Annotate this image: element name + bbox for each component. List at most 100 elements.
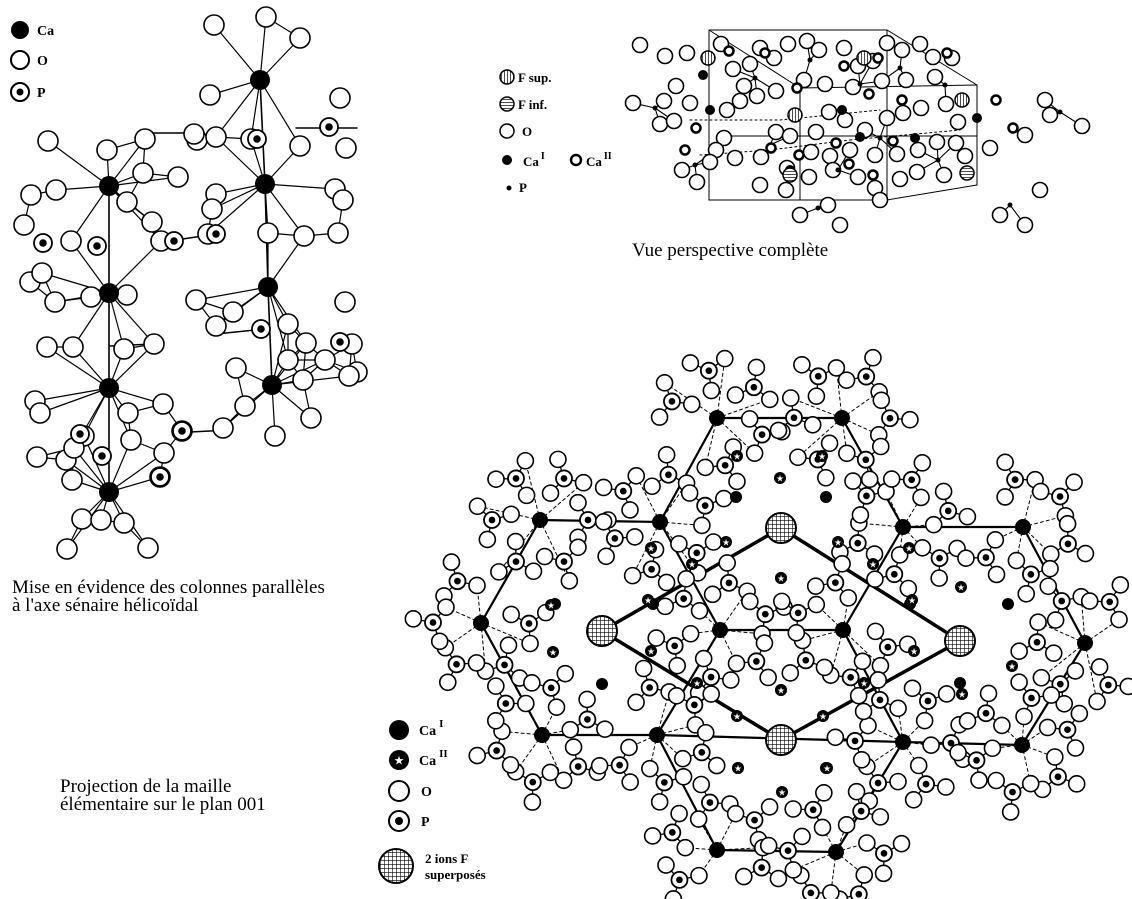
oxygen-atom [673, 161, 691, 179]
phosphorus-core [1028, 694, 1035, 702]
oxygen-atom [1066, 662, 1085, 680]
oxygen-atom [674, 767, 693, 786]
oxygen-atom [569, 493, 587, 512]
oxygen-atom [631, 36, 649, 54]
calcium-ii-atom [775, 684, 787, 696]
oxygen-atom [1046, 748, 1064, 766]
oxygen-atom [205, 315, 227, 337]
oxygen-atom [225, 357, 247, 379]
f-proj-icon [378, 848, 414, 884]
oxygen-atom [702, 685, 720, 703]
calcium-ii-atom [887, 135, 899, 147]
oxygen-atom [858, 834, 876, 852]
oxygen-atom [650, 408, 669, 426]
oxygen-atom [657, 446, 676, 464]
oxygen-atom [523, 674, 541, 692]
oxygen-atom [873, 72, 891, 90]
fluorine-atom [944, 625, 976, 657]
oxygen-atom [1039, 577, 1058, 596]
oxygen-atom [696, 458, 715, 477]
oxygen-atom [1032, 668, 1051, 687]
calcium-atom [652, 514, 668, 530]
oxygen-atom [656, 597, 674, 616]
oxygen-atom [735, 867, 753, 886]
phosphorus-core [584, 516, 592, 524]
oxygen-atom [71, 508, 93, 530]
oxygen-atom [926, 68, 944, 86]
oxygen-atom [847, 782, 866, 801]
ca-o-bond [215, 79, 261, 138]
calcium-ii-atom [908, 645, 920, 657]
oxygen-atom [314, 349, 336, 371]
oxygen-atom [517, 486, 536, 505]
phosphorus-core [862, 456, 870, 464]
calcium-ii-atom [830, 137, 842, 149]
phosphorus-core [611, 534, 619, 542]
oxygen-atom [837, 371, 856, 389]
oxygen-atom [816, 75, 834, 93]
perspective-cell-figure [624, 29, 1091, 234]
oxygen-atom [634, 659, 653, 678]
ca-o-dashed-bond [539, 519, 570, 582]
oxygen-atom [334, 291, 356, 313]
oxygen-atom [300, 407, 322, 429]
oxygen-atom [815, 784, 833, 802]
calcium-ii-atom [863, 88, 875, 100]
calcium-ii-atom [817, 710, 829, 722]
phosphorus-core [982, 554, 990, 561]
oxygen-atom [590, 756, 609, 775]
oxygen-atom [947, 134, 965, 152]
oxygen-atom [983, 739, 1002, 758]
oxygen-atom [878, 34, 896, 52]
oxygen-atom [667, 77, 685, 95]
oxygen-atom [620, 738, 638, 757]
oxygen-atom [1110, 610, 1128, 629]
oxygen-atom [56, 538, 78, 560]
oxygen-atom [893, 41, 911, 59]
oxygen-atom [784, 861, 803, 879]
calcium-ii-atom [645, 542, 657, 554]
phosphorus-core [156, 473, 164, 481]
phosphorus-core [336, 338, 344, 346]
phosphorus-atom [877, 135, 883, 141]
calcium-ii-star: ★ [834, 538, 842, 548]
oxygen-atom [689, 810, 708, 828]
oxygen-atom [1066, 739, 1085, 757]
oxygen-atom [781, 389, 800, 407]
oxygen-atom [956, 147, 974, 165]
oxygen-atom [852, 750, 871, 769]
phosphorus-core [890, 570, 898, 578]
oxygen-atom [277, 313, 299, 335]
oxygen-atom [468, 576, 486, 595]
oxygen-atom [894, 104, 912, 122]
oxygen-atom [773, 592, 791, 611]
phosphorus-core [1056, 493, 1064, 500]
oxygen-atom [665, 112, 683, 130]
oxygen-atom [45, 179, 67, 201]
phosphorus-core [691, 701, 698, 709]
phosphorus-core [847, 674, 854, 681]
oxygen-atom [820, 103, 838, 121]
phosphorus-core [874, 779, 882, 787]
calcium-ii-atom [732, 762, 744, 774]
oxygen-atom [841, 141, 859, 159]
projection-caption-line1: Projection de la maille [60, 776, 232, 797]
phosphorus-core [855, 890, 863, 898]
oxygen-atom [205, 126, 227, 148]
helical-columns-figure [13, 6, 368, 560]
calcium-ii-atom [731, 450, 743, 462]
ca-o-bond [39, 387, 110, 414]
oxygen-atom [874, 864, 893, 883]
phosphorus-atom [897, 65, 903, 71]
calcium-ii-atom [838, 60, 850, 72]
ca-o-bond [195, 286, 269, 301]
oxygen-atom [13, 214, 35, 236]
oxygen-atom [849, 168, 867, 186]
phosphorus-core [750, 383, 758, 391]
calcium-ii-atom [775, 572, 787, 584]
phosphorus-core [862, 373, 870, 380]
oxygen-atom [673, 749, 692, 768]
oxygen-atom [167, 166, 189, 188]
oxygen-atom [731, 92, 749, 110]
calcium-ii-star: ★ [549, 648, 557, 658]
